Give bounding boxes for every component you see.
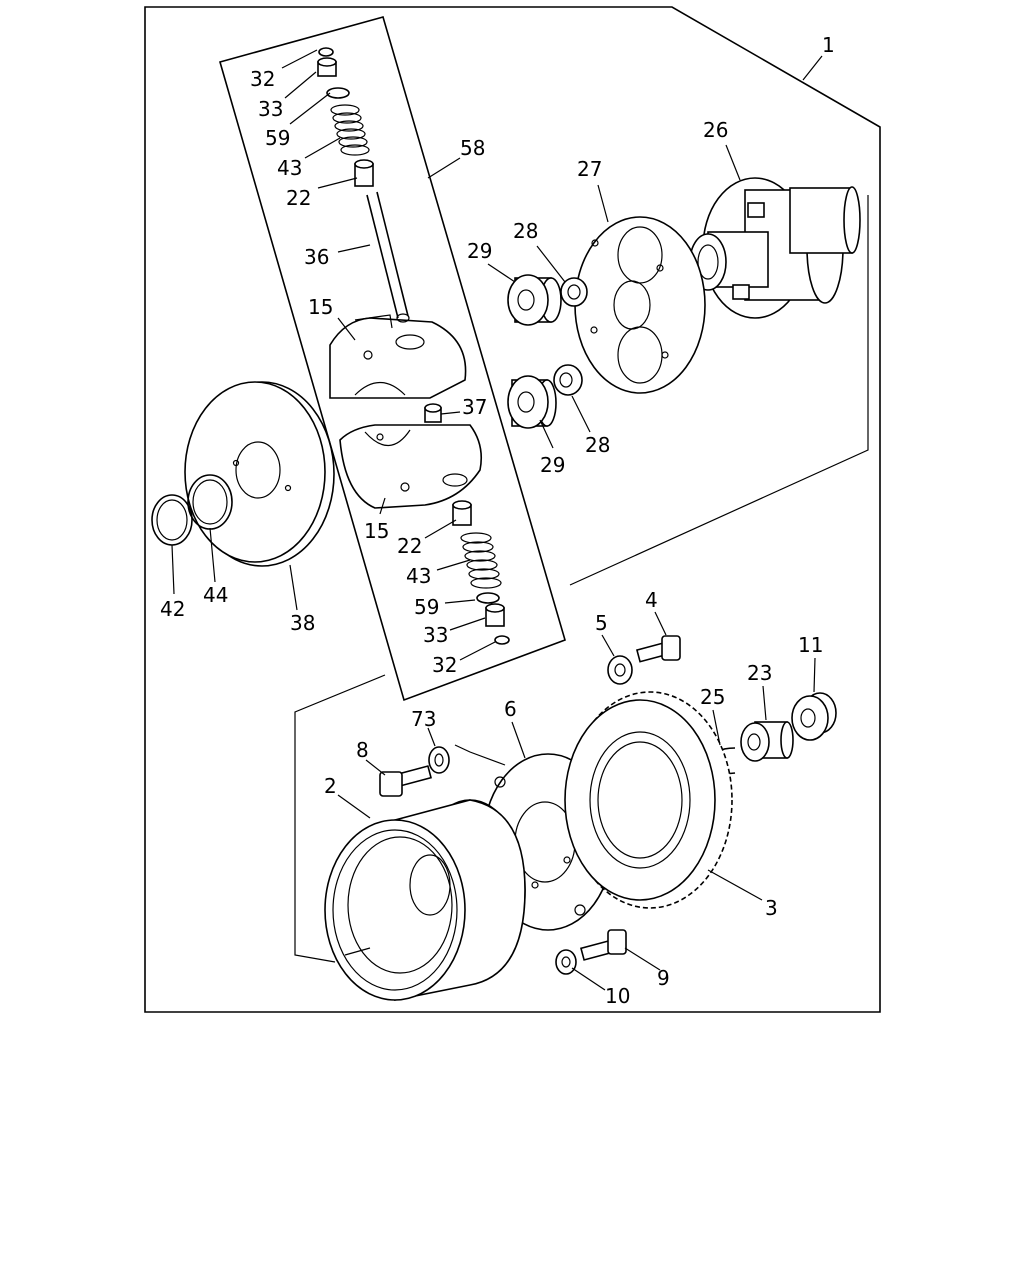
part-15-weight-lower	[339, 424, 483, 509]
callout-44: 44	[203, 583, 228, 607]
callout-9: 9	[657, 966, 670, 990]
callout-1: 1	[822, 33, 835, 57]
part-42-snap-ring	[151, 494, 193, 546]
part-36-rod	[366, 191, 410, 323]
assembly-outline	[144, 6, 881, 1013]
callout-59-lower: 59	[414, 595, 439, 619]
callout-8: 8	[356, 738, 369, 762]
callout-22-lower: 22	[397, 534, 422, 558]
callout-25: 25	[700, 685, 725, 709]
callout-33-upper: 33	[258, 97, 283, 121]
part-10-washer	[555, 949, 577, 975]
bracket-line-bolt	[454, 744, 506, 766]
callout-59-upper: 59	[265, 126, 290, 150]
callout-4: 4	[645, 588, 658, 612]
part-9-bolt	[580, 929, 627, 961]
part-8-bolt	[379, 765, 432, 797]
part-26-shaft-hub	[689, 177, 861, 319]
part-29-roller-upper	[507, 274, 562, 326]
part-38-disc	[184, 381, 335, 567]
part-4-bolt	[635, 635, 681, 663]
callout-28-lower: 28	[585, 433, 610, 457]
part-29-roller-lower	[507, 375, 557, 429]
callout-22-upper: 22	[286, 186, 311, 210]
callout-73: 73	[411, 707, 436, 731]
callout-5: 5	[595, 611, 608, 635]
part-2-drum	[324, 799, 526, 1001]
callout-2: 2	[324, 774, 337, 798]
upper-spring-stack	[317, 47, 374, 187]
part-11-plug	[791, 692, 837, 741]
lower-spring-stack	[452, 500, 510, 645]
bracket-line-right	[569, 195, 869, 586]
leader-lines	[171, 49, 823, 991]
bracket-line-lower	[294, 674, 386, 963]
callout-33-lower: 33	[423, 623, 448, 647]
callout-3: 3	[765, 896, 778, 920]
callout-36: 36	[304, 245, 329, 269]
part-5-washer	[607, 655, 633, 685]
callout-26: 26	[703, 118, 728, 142]
callout-labels: 1 26 27 28 29 58 32 33 59 43 22 36 15 37…	[160, 33, 835, 1008]
callout-43-upper: 43	[277, 156, 302, 180]
callout-10: 10	[605, 984, 630, 1008]
callout-29-upper: 29	[467, 239, 492, 263]
part-27-carrier-plate	[574, 216, 706, 394]
callout-15-lower: 15	[364, 519, 389, 543]
part-15-weight-upper	[329, 314, 467, 399]
callout-29-lower: 29	[540, 453, 565, 477]
callout-32-lower: 32	[432, 653, 457, 677]
part-3-gear	[564, 691, 733, 909]
callout-58: 58	[460, 136, 485, 160]
callout-15-upper: 15	[308, 295, 333, 319]
callout-6: 6	[504, 697, 517, 721]
subassembly-panel-58	[219, 16, 566, 702]
callout-11: 11	[798, 633, 823, 657]
part-23-sleeve	[740, 721, 794, 762]
part-28-bushing-upper	[560, 277, 588, 307]
part-37-pin	[424, 403, 442, 423]
part-73-washer	[428, 746, 450, 774]
callout-38: 38	[290, 611, 315, 635]
part-28-bushing-lower	[553, 364, 583, 396]
callout-42: 42	[160, 597, 185, 621]
callout-27: 27	[577, 157, 602, 181]
callout-37: 37	[462, 395, 487, 419]
callout-43-lower: 43	[406, 564, 431, 588]
callout-32-upper: 32	[250, 67, 275, 91]
callout-28-upper: 28	[513, 219, 538, 243]
callout-23: 23	[747, 661, 772, 685]
